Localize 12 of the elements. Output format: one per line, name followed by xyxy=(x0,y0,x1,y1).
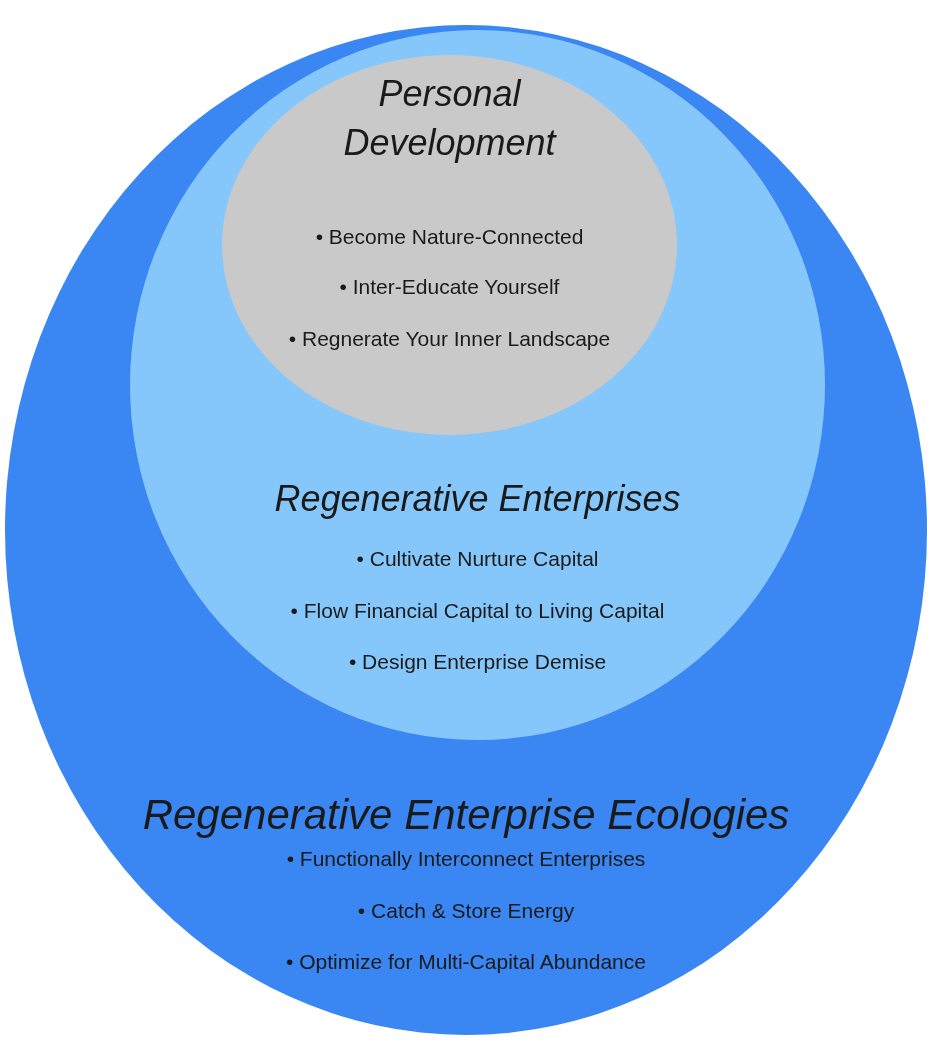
bullet-item: • Design Enterprise Demise xyxy=(348,650,607,674)
bullet-item: • Functionally Interconnect Enterprises xyxy=(286,847,646,871)
heading: Personal Development xyxy=(342,72,558,165)
bullet-item: • Flow Financial Capital to Living Capital xyxy=(290,599,665,623)
heading: Regenerative Enterprises xyxy=(274,477,681,521)
heading: Regenerative Enterprise Ecologies xyxy=(142,790,790,840)
bullet-item: • Inter-Educate Yourself xyxy=(339,275,560,299)
bullet-item: • Cultivate Nurture Capital xyxy=(356,547,599,571)
bullet-item: • Regnerate Your Inner Landscape xyxy=(288,327,611,351)
bullet-item: • Catch & Store Energy xyxy=(357,899,575,923)
bullet-item: • Optimize for Multi-Capital Abundance xyxy=(286,950,646,974)
bullet-item: • Become Nature-Connected xyxy=(315,225,584,249)
